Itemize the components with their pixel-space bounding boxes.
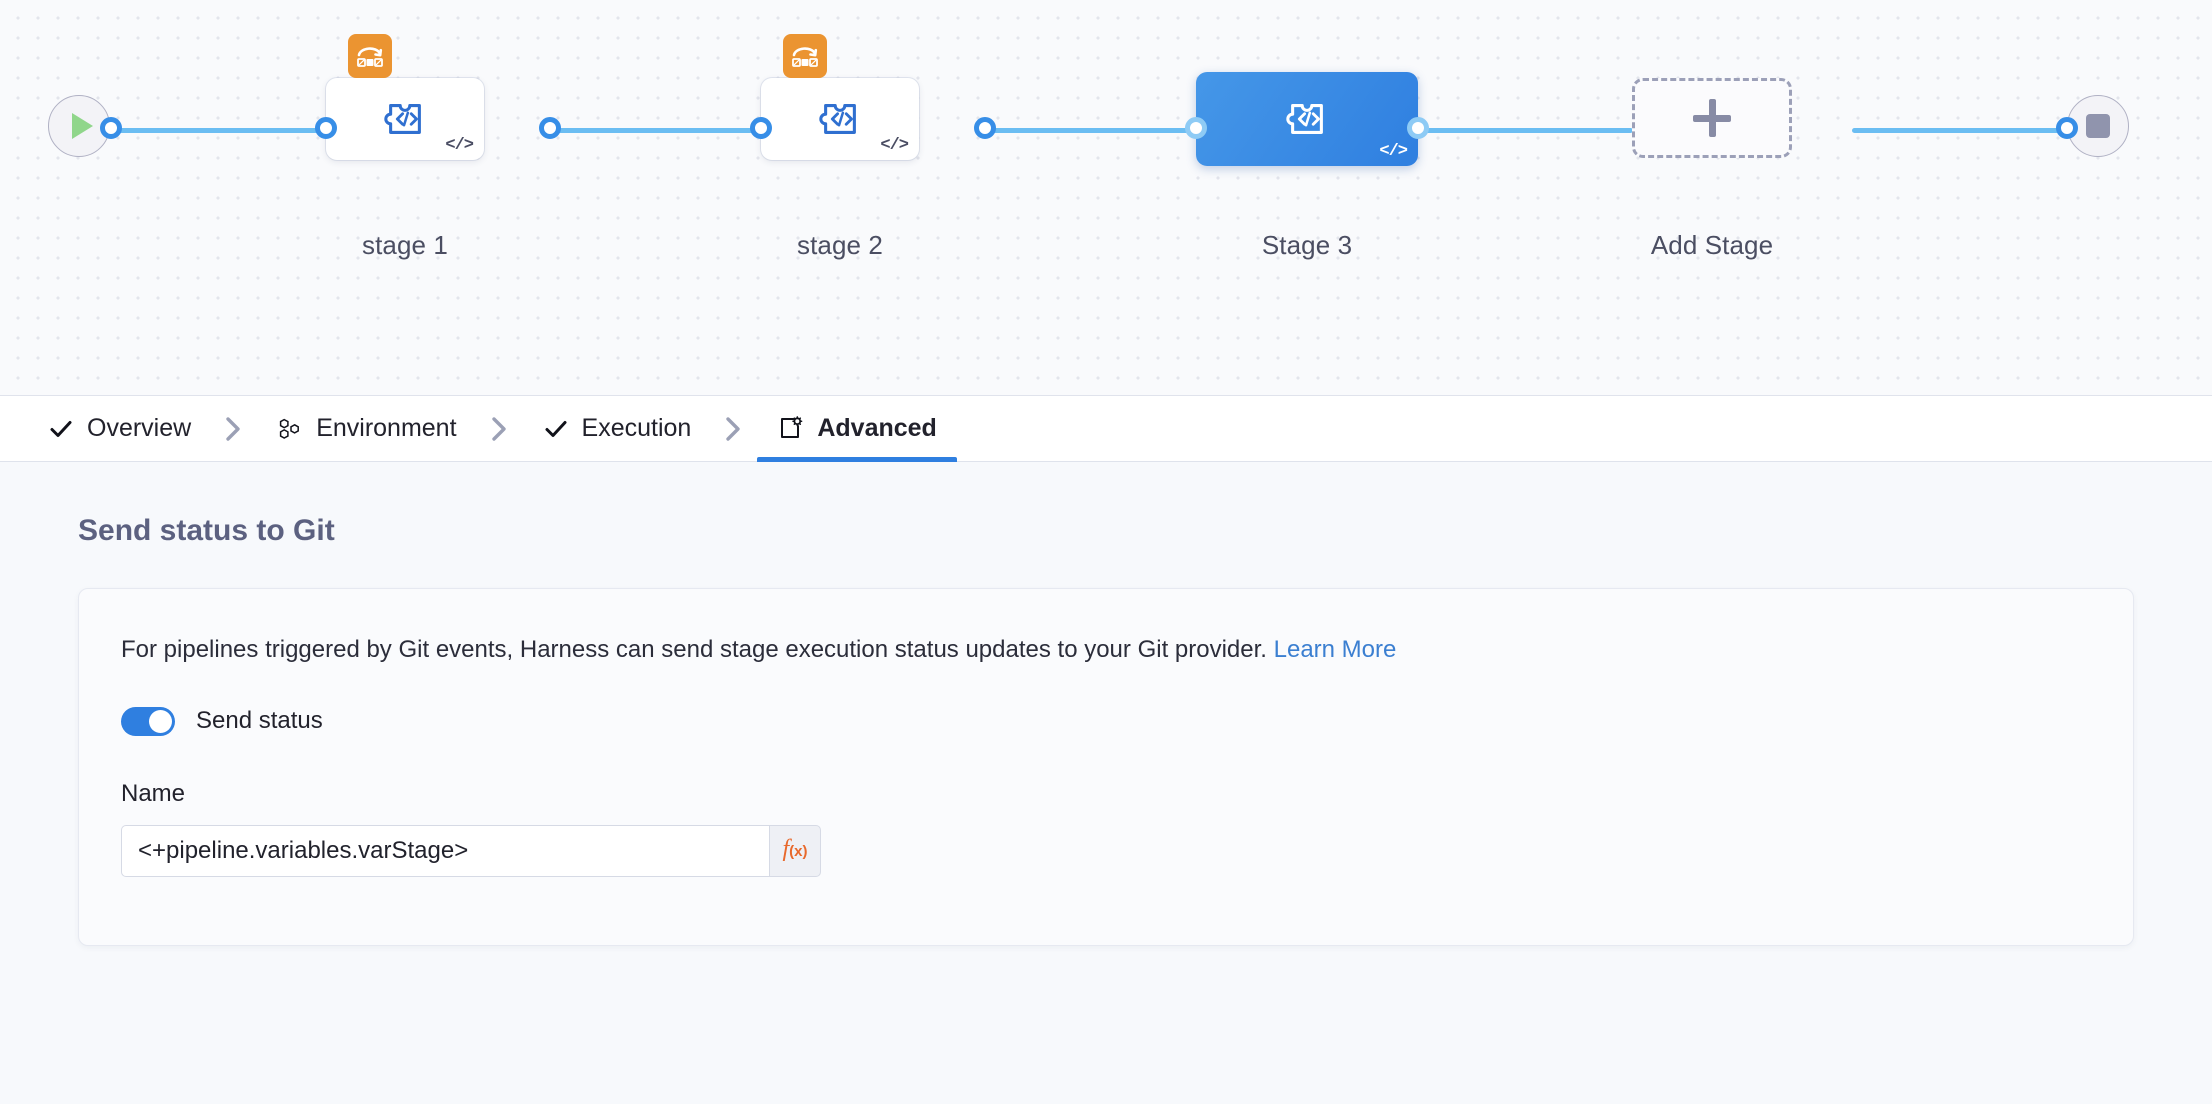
edge-addstage-to-end (1852, 128, 2067, 133)
description-text: For pipelines triggered by Git events, H… (121, 636, 1267, 663)
add-stage-node[interactable]: Add Stage (1632, 78, 1792, 260)
play-icon (71, 113, 93, 139)
start-circle[interactable] (48, 95, 110, 157)
tab-advanced[interactable]: Advanced (757, 396, 958, 462)
name-input-group: f(x) (121, 824, 821, 877)
stage-config-tabbar[interactable]: Overview Environment Execution (0, 396, 2212, 462)
pipeline-edges (0, 0, 2212, 395)
tab-execution[interactable]: Execution (523, 396, 712, 461)
end-input-port[interactable] (2056, 117, 2078, 139)
page-title: Send status to Git (78, 514, 335, 547)
stage2-output-port[interactable] (974, 117, 996, 139)
check-icon (48, 416, 74, 442)
tab-label: Advanced (817, 414, 937, 442)
matrix-looping-icon (783, 34, 827, 78)
tab-separator (711, 396, 757, 461)
stage-card[interactable]: </> (326, 34, 484, 160)
toggle-knob (149, 709, 172, 733)
expression-toggle-button[interactable]: f(x) (769, 824, 821, 877)
advanced-gear-icon (777, 415, 804, 442)
check-icon (543, 416, 569, 442)
code-icon: </> (1379, 142, 1408, 161)
send-status-toggle[interactable] (121, 706, 175, 736)
stage2-input-port[interactable] (750, 117, 772, 139)
send-status-toggle-row: Send status (121, 706, 2091, 736)
edge-stage1-to-stage2 (550, 128, 762, 133)
edge-start-to-stage1 (116, 128, 326, 133)
send-status-card: For pipelines triggered by Git events, H… (78, 588, 2134, 946)
stage-card[interactable]: </> (1196, 72, 1418, 166)
add-stage-button[interactable] (1632, 78, 1792, 158)
stage1-output-port[interactable] (539, 117, 561, 139)
start-output-port[interactable] (100, 117, 122, 139)
custom-stage-icon (1286, 104, 1323, 134)
advanced-tab-content: Send status to Git For pipelines trigger… (0, 462, 2212, 1104)
code-icon: </> (880, 136, 909, 155)
send-status-toggle-label: Send status (196, 707, 323, 735)
stage-label: stage 2 (797, 230, 883, 260)
pipeline-canvas[interactable]: </> stage 1 (0, 0, 2212, 396)
custom-stage-icon (384, 104, 421, 134)
stage-label: Stage 3 (1261, 230, 1353, 260)
tab-label: Execution (581, 414, 692, 442)
pipeline-graph: </> stage 1 (0, 0, 2212, 395)
name-input[interactable] (121, 824, 769, 877)
stage3-input-port[interactable] (1185, 117, 1207, 139)
fx-sub-glyph: (x) (789, 842, 808, 860)
stage1-input-port[interactable] (315, 117, 337, 139)
stage-node-2[interactable]: </> stage 2 (761, 34, 919, 260)
matrix-looping-icon (348, 34, 392, 78)
tab-separator (211, 396, 257, 461)
stage-label: stage 1 (362, 230, 448, 260)
edge-stage3-to-addstage (1418, 128, 1633, 133)
stage-node-1[interactable]: </> stage 1 (326, 34, 484, 260)
environment-icon (277, 416, 303, 442)
code-icon: </> (445, 136, 474, 155)
tab-environment[interactable]: Environment (257, 396, 476, 461)
stop-icon (2086, 114, 2110, 138)
custom-stage-icon (819, 104, 856, 134)
fx-glyph: f (782, 835, 790, 862)
edge-stage2-to-stage3 (985, 128, 1197, 133)
learn-more-link[interactable]: Learn More (1273, 636, 1397, 663)
add-stage-label: Add Stage (1650, 230, 1774, 260)
stage-node-3[interactable]: </> Stage 3 (1196, 72, 1418, 260)
tab-label: Environment (316, 414, 457, 442)
name-field-label: Name (121, 779, 186, 807)
tab-label: Overview (87, 414, 192, 442)
tab-separator (477, 396, 523, 461)
stage3-output-port[interactable] (1407, 117, 1429, 139)
tab-overview[interactable]: Overview (28, 396, 211, 461)
stage-card[interactable]: </> (761, 34, 919, 160)
card-description: For pipelines triggered by Git events, H… (121, 633, 2091, 667)
